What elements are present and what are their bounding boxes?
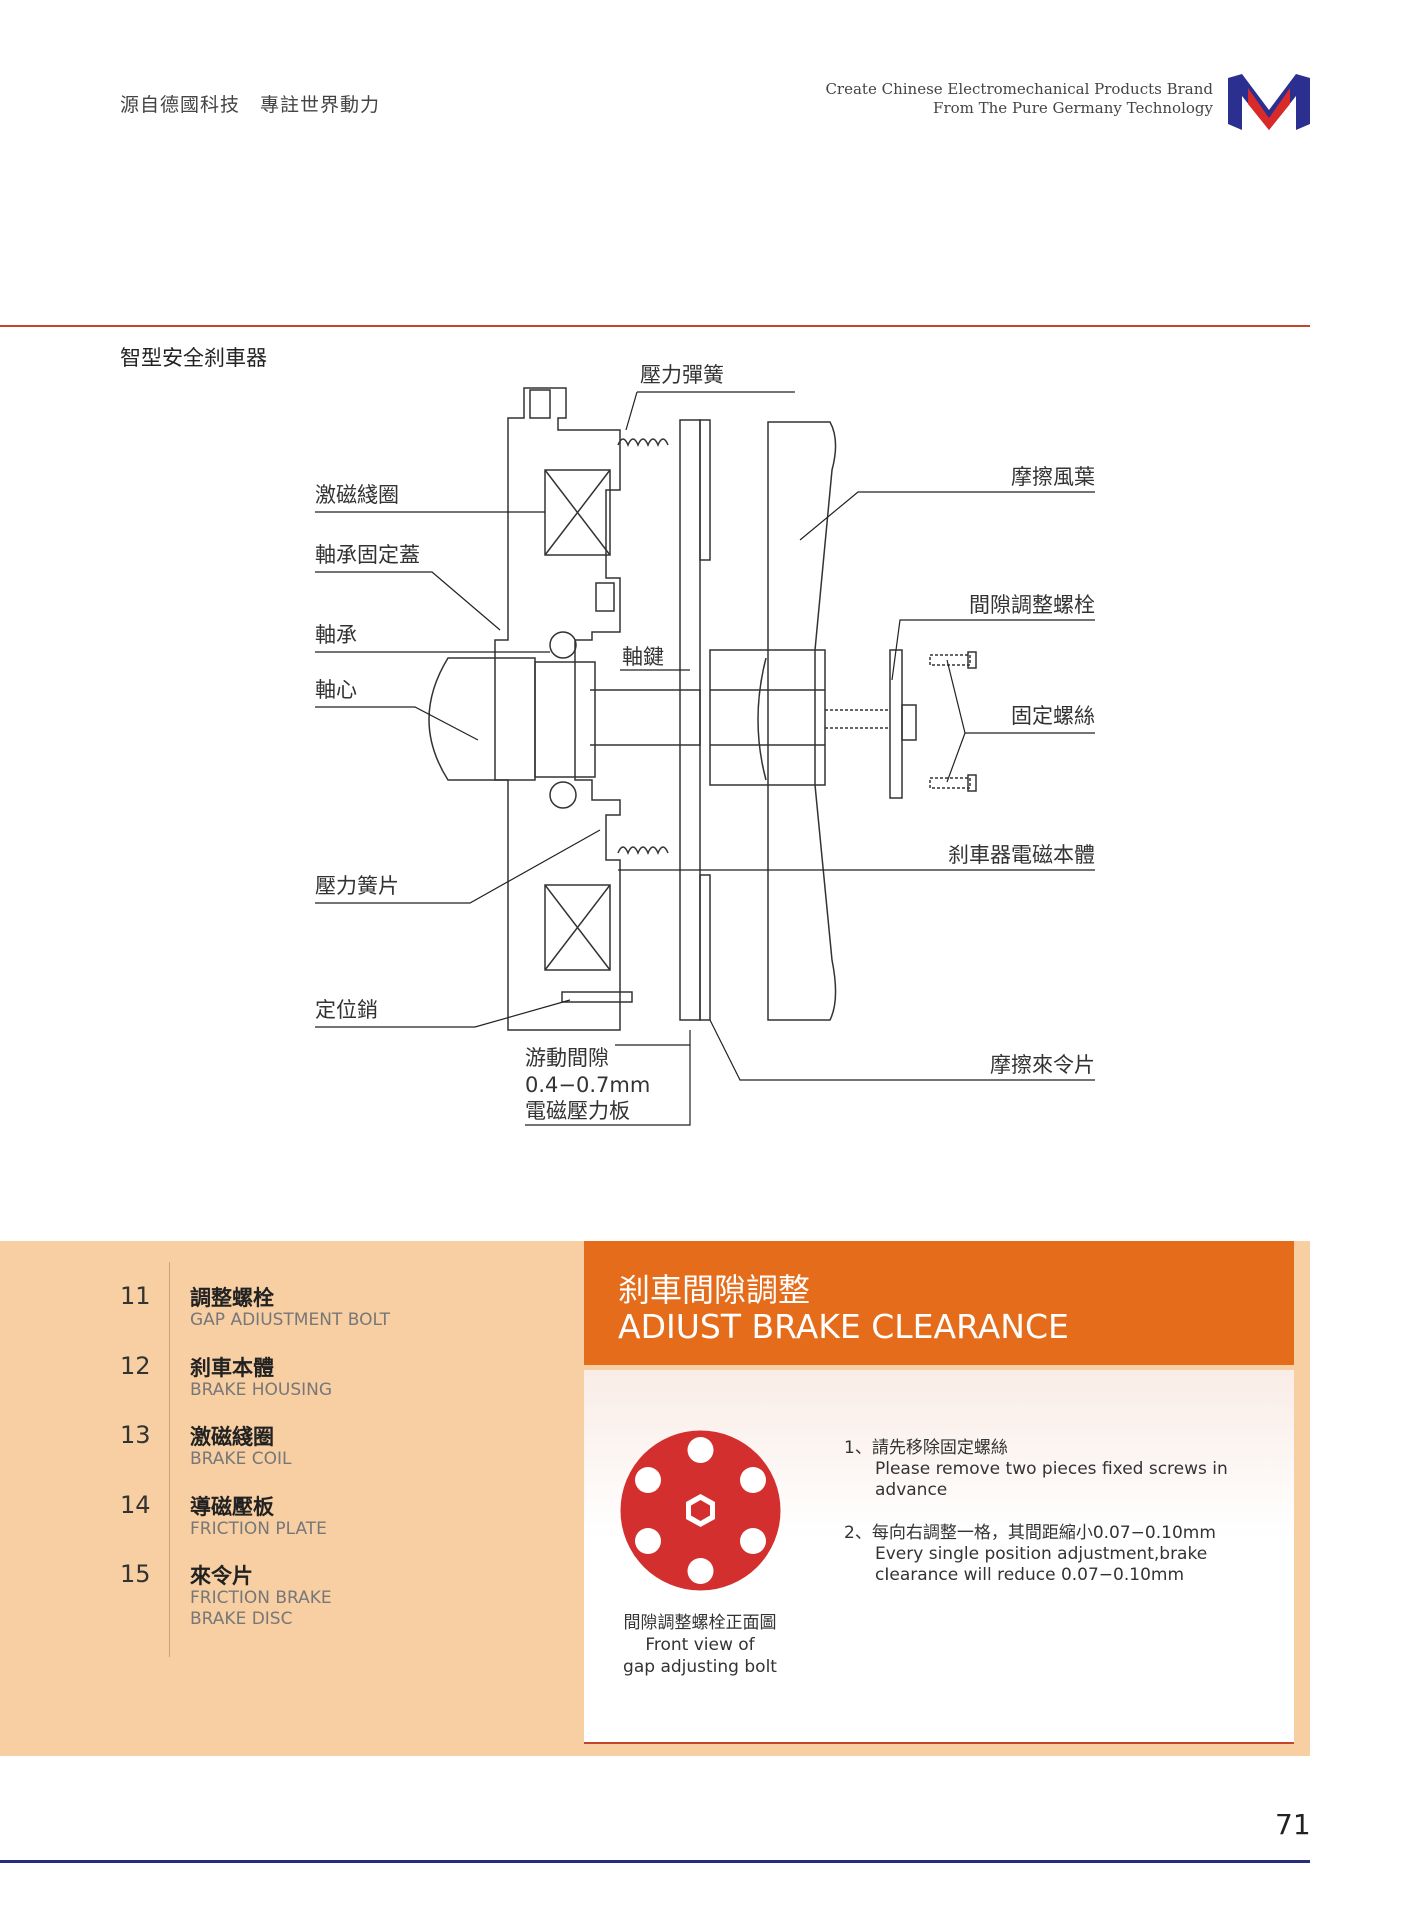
bolt-caption-en-1: Front view of	[645, 1635, 755, 1655]
adjust-header: 刹車間隙調整 ADIUST BRAKE CLEARANCE	[584, 1241, 1294, 1365]
label-friction-disc: 摩擦來令片	[990, 1053, 1095, 1077]
brand-logo	[1228, 74, 1310, 130]
part-item: 15 來令片 FRICTION BRAKE BRAKE DISC	[120, 1560, 540, 1640]
part-name-en: BRAKE HOUSING	[190, 1380, 333, 1400]
shaft	[428, 657, 536, 781]
adjust-step-2: 2、每向右調整一格，其間距縮小0.07−0.10mm Every single …	[844, 1523, 1264, 1586]
spring-bottom	[617, 846, 669, 855]
page-number: 71	[1275, 1808, 1311, 1841]
part-number: 11	[120, 1282, 151, 1310]
part-name-en: BRAKE COIL	[190, 1449, 292, 1469]
step-1-en: Please remove two pieces fixed screws in…	[875, 1459, 1228, 1500]
brake-housing	[494, 387, 621, 1031]
label-bearing-cover: 軸承固定蓋	[315, 543, 420, 567]
brand-text: Create Chinese Electromechanical Product…	[825, 80, 1213, 118]
header-divider	[0, 325, 1310, 327]
part-item: 12 刹車本體 BRAKE HOUSING	[120, 1352, 540, 1412]
brand-line-1: Create Chinese Electromechanical Product…	[825, 80, 1213, 98]
part-name-zh: 調整螺栓	[190, 1286, 274, 1310]
gap-bolt-front-icon	[620, 1430, 781, 1591]
bolt-caption-zh: 間隙調整螺栓正面圖	[623, 1613, 777, 1633]
pressure-plate	[679, 419, 701, 1021]
part-name-zh: 刹車本體	[190, 1356, 274, 1380]
brake-diagram: 壓力彈簧 激磁綫圈 軸承固定蓋 軸承 軸心 軸鍵 摩擦風葉 間隙調整螺栓 固定螺…	[315, 363, 1095, 1126]
label-bearing: 軸承	[315, 623, 357, 647]
part-name-en: FRICTION PLATE	[190, 1519, 327, 1539]
parts-divider	[169, 1262, 170, 1657]
adjust-title-zh: 刹車間隙調整	[618, 1271, 811, 1309]
coil-bottom	[544, 884, 611, 971]
part-name-zh: 來令片	[190, 1564, 253, 1588]
part-name-zh: 導磁壓板	[190, 1495, 274, 1519]
part-number: 13	[120, 1421, 151, 1449]
label-pressure-reed: 壓力簧片	[315, 874, 399, 898]
bolt-caption: 間隙調整螺栓正面圖 Front view of gap adjusting bo…	[595, 1612, 805, 1678]
label-pressure-spring: 壓力彈簧	[640, 363, 724, 387]
part-name-zh: 激磁綫圈	[190, 1425, 274, 1449]
part-name-en: GAP ADIUSTMENT BOLT	[190, 1310, 390, 1330]
bolt-caption-en-2: gap adjusting bolt	[623, 1657, 777, 1677]
brand-line-2: From The Pure Germany Technology	[933, 99, 1213, 117]
label-gap-adjust-bolt: 間隙調整螺栓	[969, 593, 1095, 617]
label-shaft-key: 軸鍵	[622, 645, 664, 669]
adjust-step-1: 1、請先移除固定螺絲 Please remove two pieces fixe…	[844, 1438, 1244, 1501]
label-fixing-screw: 固定螺絲	[1011, 704, 1095, 728]
part-number: 12	[120, 1352, 151, 1380]
friction-fan	[767, 421, 837, 1021]
label-excitation-coil: 激磁綫圈	[315, 483, 399, 507]
label-em-pressure-plate: 電磁壓力板	[525, 1099, 630, 1123]
footer-divider	[0, 1860, 1310, 1863]
part-name-en: FRICTION BRAKE BRAKE DISC	[190, 1588, 332, 1629]
label-brake-body: 刹車器電磁本體	[948, 843, 1095, 867]
part-item: 13 激磁綫圈 BRAKE COIL	[120, 1421, 540, 1481]
label-friction-fan: 摩擦風葉	[1011, 465, 1095, 489]
step-1-zh: 1、請先移除固定螺絲	[844, 1438, 1008, 1458]
label-locating-pin: 定位銷	[315, 998, 378, 1022]
part-number: 15	[120, 1560, 151, 1588]
step-2-en: Every single position adjustment,brake c…	[875, 1544, 1208, 1585]
step-2-zh: 2、每向右調整一格，其間距縮小0.07−0.10mm	[844, 1523, 1216, 1543]
label-free-gap: 游動間隙	[525, 1046, 609, 1070]
adjust-title-en: ADIUST BRAKE CLEARANCE	[618, 1307, 1069, 1346]
part-item: 14 導磁壓板 FRICTION PLATE	[120, 1491, 540, 1551]
part-item: 11 調整螺栓 GAP ADIUSTMENT BOLT	[120, 1282, 540, 1342]
section-title: 智型安全刹車器	[120, 346, 267, 370]
header-tagline: 源自德國科技 專註世界動力	[120, 94, 381, 116]
label-gap-value: 0.4−0.7mm	[525, 1073, 650, 1097]
gap-bolt-plate	[889, 649, 903, 799]
label-shaft: 軸心	[315, 678, 357, 702]
part-number: 14	[120, 1491, 151, 1519]
spring-top	[617, 438, 669, 447]
